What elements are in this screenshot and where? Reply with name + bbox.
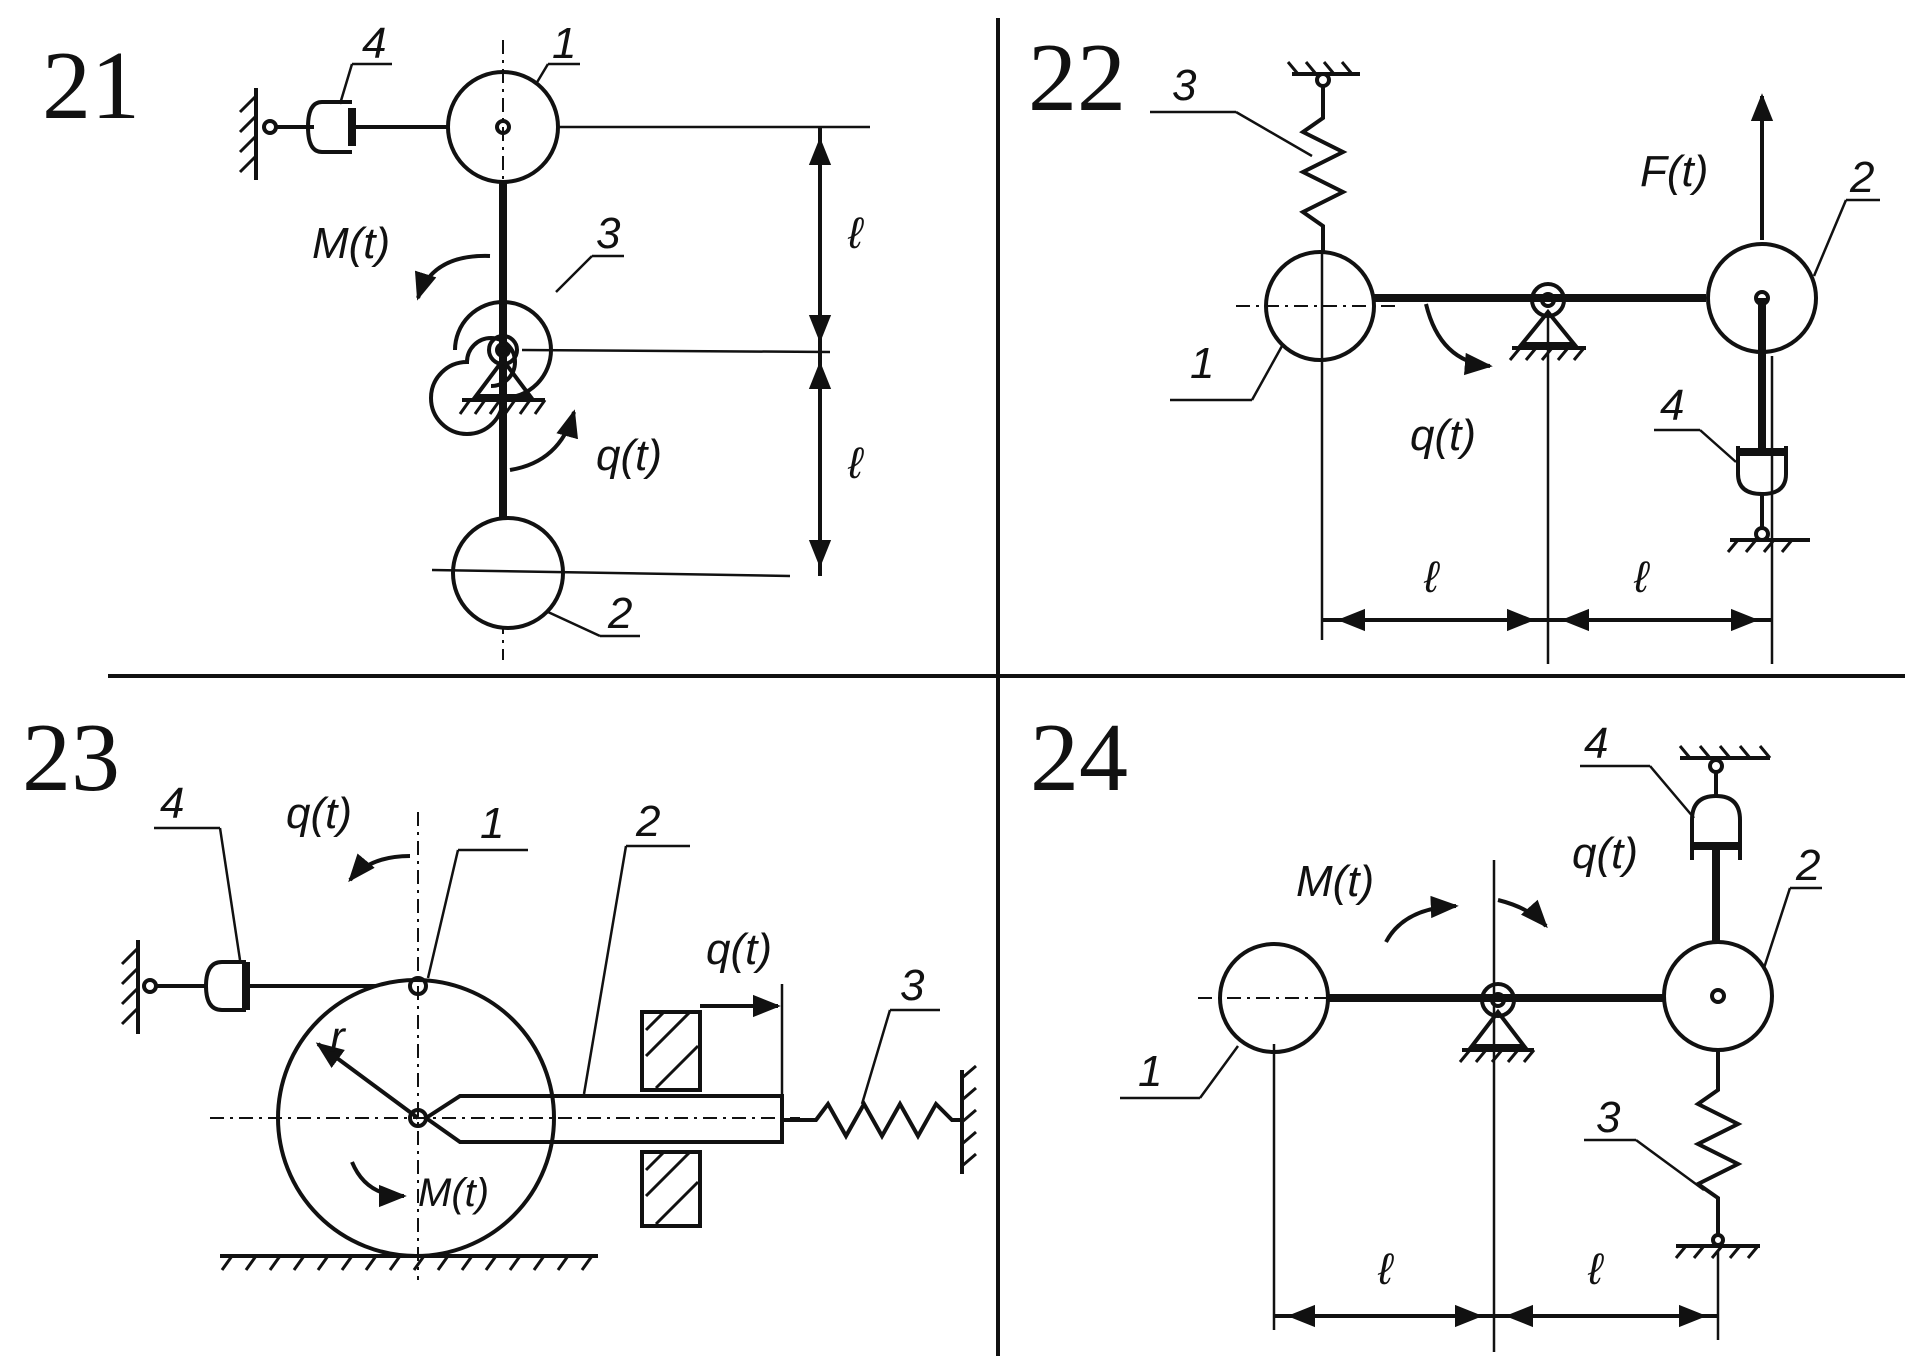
moment-arrow xyxy=(350,1161,407,1208)
damper-4 xyxy=(1690,772,1742,946)
panel-22: 22 3 1 q(t) xyxy=(1028,24,1880,664)
guides xyxy=(640,1010,702,1228)
mass-2 xyxy=(1662,940,1774,1052)
moment-arrow xyxy=(414,253,491,301)
pivot-spring-3 xyxy=(429,300,553,436)
label-length-2: ℓ xyxy=(1633,553,1650,602)
label-coord-lin: q(t) xyxy=(706,925,772,974)
panel-number: 24 xyxy=(1030,704,1128,812)
label-mass-2: 2 xyxy=(607,589,632,638)
panel-24: 24 4 2 q(t) M(t) 1 xyxy=(1030,704,1822,1352)
label-coord: q(t) xyxy=(1410,411,1476,460)
damper-4 xyxy=(1726,446,1810,553)
label-coord: q(t) xyxy=(596,431,662,480)
coord-arrow xyxy=(1497,898,1548,929)
label-damper-4: 4 xyxy=(1584,719,1608,768)
label-moment: M(t) xyxy=(312,219,390,268)
label-mass-2: 2 xyxy=(1849,153,1874,202)
panel-number: 23 xyxy=(22,704,120,812)
damper-4 xyxy=(238,88,448,180)
panel-21: 21 4 1 xyxy=(42,19,870,660)
label-damper-4: 4 xyxy=(362,19,386,68)
label-damper-4: 4 xyxy=(1660,381,1684,430)
label-length-1: ℓ xyxy=(1377,1245,1394,1294)
label-mass-1: 1 xyxy=(552,19,576,68)
spring-3 xyxy=(1298,86,1348,258)
panel-23: 23 4 r 1 q(t) M(t) xyxy=(22,704,977,1280)
panel-number: 21 xyxy=(42,32,140,140)
label-spring-3: 3 xyxy=(1596,1093,1621,1142)
moment-arrow xyxy=(1384,895,1459,943)
label-spring-3: 3 xyxy=(1172,61,1197,110)
label-moment: M(t) xyxy=(418,1171,489,1215)
label-coord: q(t) xyxy=(1572,829,1638,878)
spring-3 xyxy=(1693,1050,1743,1236)
label-mass-1: 1 xyxy=(1138,1047,1162,1096)
label-damper-4: 4 xyxy=(160,779,184,828)
coord-arrow xyxy=(1424,303,1493,376)
label-moment: M(t) xyxy=(1296,857,1374,906)
label-spring-3: 3 xyxy=(900,961,925,1010)
label-length-2: ℓ xyxy=(847,439,864,488)
label-radius: r xyxy=(330,1013,347,1062)
label-mass-1: 1 xyxy=(1190,339,1214,388)
coord-arrow xyxy=(509,409,578,472)
label-length-2: ℓ xyxy=(1587,1245,1604,1294)
label-rod-2: 2 xyxy=(635,797,660,846)
coord-rot-arrow xyxy=(348,853,411,883)
spring-3 xyxy=(782,1099,962,1141)
label-disk-1: 1 xyxy=(480,799,504,848)
pivot xyxy=(1458,982,1536,1063)
damper-4 xyxy=(120,940,412,1034)
radius-arrow xyxy=(315,1042,420,1120)
label-length-1: ℓ xyxy=(847,209,864,258)
label-force: F(t) xyxy=(1640,147,1708,196)
label-coord-rot: q(t) xyxy=(286,789,352,838)
label-mass-2: 2 xyxy=(1795,841,1820,890)
label-length-1: ℓ xyxy=(1423,553,1440,602)
panel-number: 22 xyxy=(1028,24,1126,132)
label-spring-3: 3 xyxy=(596,209,621,258)
